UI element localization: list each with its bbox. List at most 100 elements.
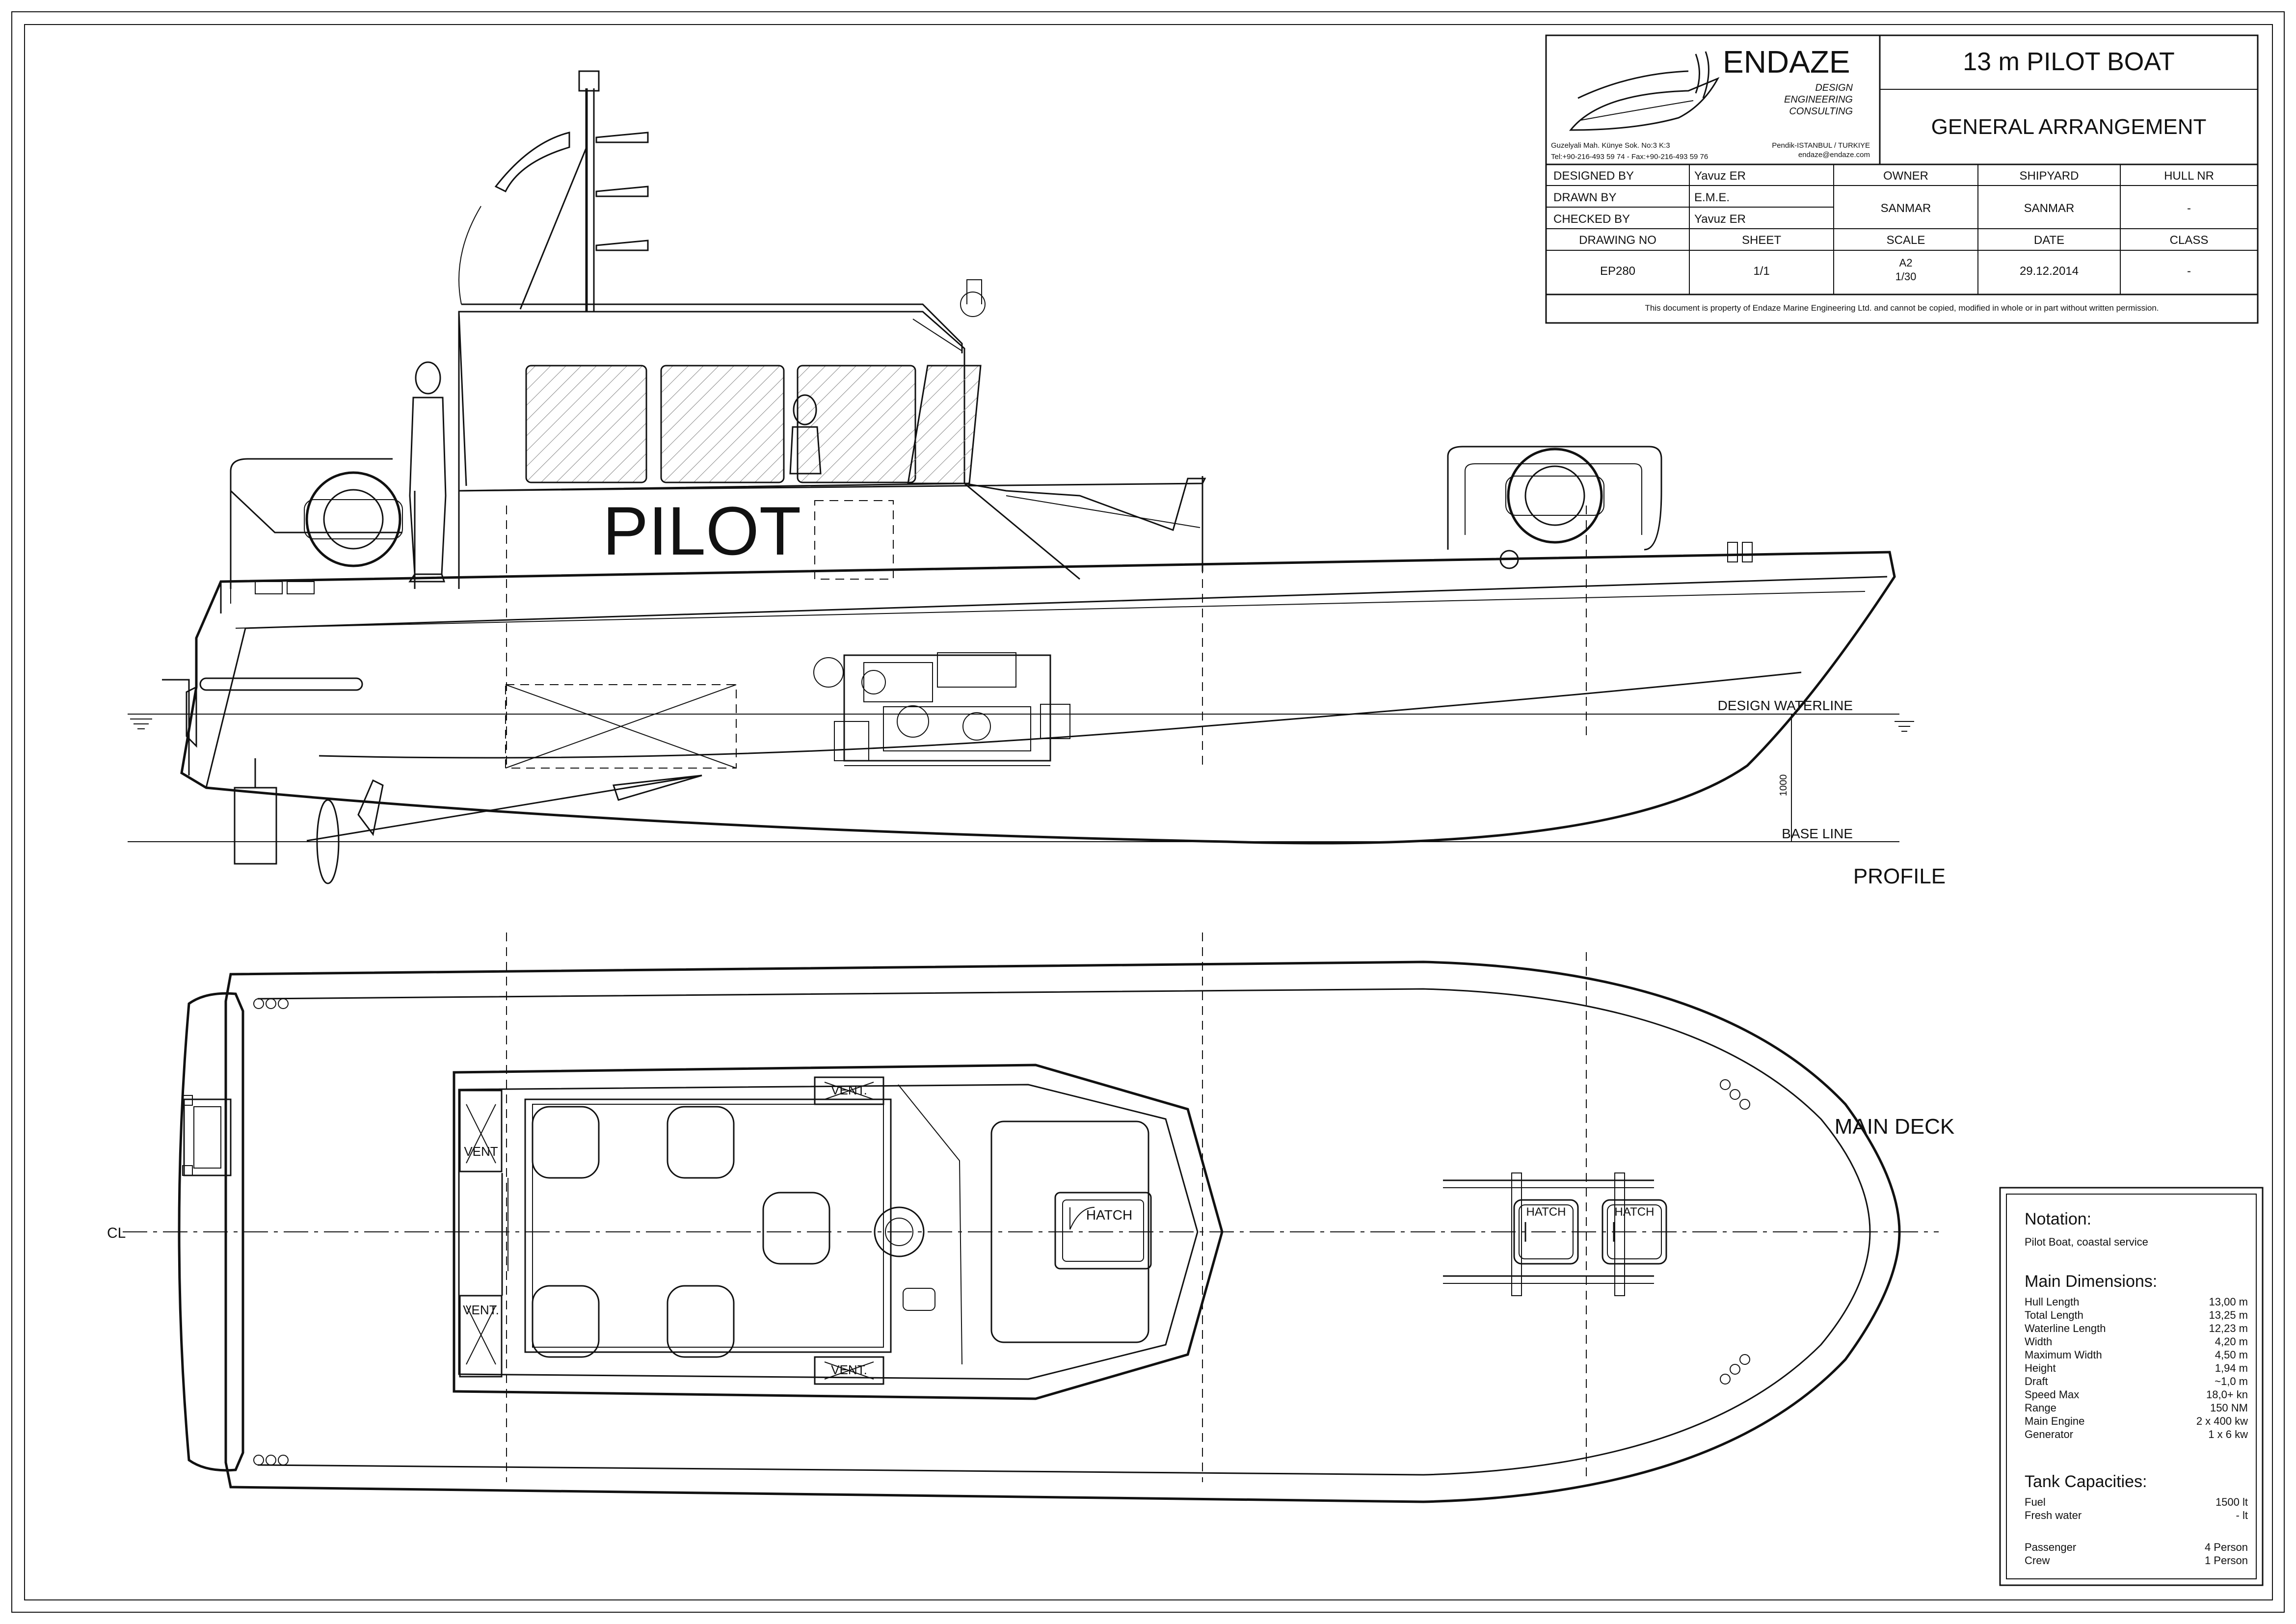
notation-description: Pilot Boat, coastal service — [2025, 1236, 2148, 1248]
spec-label: Draft — [2025, 1375, 2048, 1387]
hatch-label-3: HATCH — [1615, 1205, 1655, 1219]
drawn-by-label: DRAWN BY — [1553, 191, 1616, 204]
hatch-label-2: HATCH — [1526, 1205, 1566, 1219]
sheet-label: SHEET — [1742, 234, 1781, 247]
seat-2 — [667, 1106, 735, 1179]
spec-value: 18,0+ kn — [2206, 1388, 2248, 1401]
spec-label: Main Engine — [2025, 1415, 2084, 1427]
checked-by-label: CHECKED BY — [1553, 213, 1630, 226]
forepeak — [990, 1120, 1149, 1343]
mast — [494, 70, 649, 312]
owner-label: OWNER — [1883, 169, 1928, 183]
hatch-bow-1 — [1513, 1199, 1579, 1265]
company-sub-1: DESIGN — [1815, 82, 1853, 93]
tel-fax: Tel:+90-216-493 59 74 - Fax:+90-216-493 … — [1551, 153, 1708, 161]
vent-label-1: VENT — [464, 1144, 498, 1159]
draft-dimension: 1000 — [1778, 774, 1789, 797]
spec-value: 1 Person — [2205, 1554, 2248, 1567]
centerline-label: CL — [107, 1225, 126, 1241]
window-1 — [525, 365, 647, 483]
shaft — [306, 774, 702, 842]
disclaimer: This document is property of Endaze Mari… — [1645, 303, 2159, 313]
seat-1 — [532, 1106, 600, 1179]
main-deck-view: CL VENT VENT. VENT. VENT. — [107, 932, 1954, 1503]
sheet-border — [11, 11, 2285, 1613]
seat-4 — [667, 1285, 735, 1358]
spec-label: Fuel — [2025, 1496, 2046, 1508]
base-line-label: BASE LINE — [1782, 826, 1853, 841]
class-label: CLASS — [2170, 234, 2209, 247]
sheet-value: 1/1 — [1753, 265, 1769, 278]
spec-value: 2 x 400 kw — [2196, 1415, 2248, 1427]
checked-by-value: Yavuz ER — [1694, 213, 1746, 226]
notation-heading: Notation: — [2025, 1210, 2091, 1228]
superstructure — [453, 1064, 1224, 1400]
shipyard-label: SHIPYARD — [2020, 169, 2079, 183]
company-name: ENDAZE — [1723, 44, 1850, 80]
class-value: - — [2187, 265, 2191, 278]
spec-label: Width — [2025, 1335, 2052, 1348]
rudder — [234, 787, 277, 865]
spec-label: Total Length — [2025, 1309, 2083, 1321]
spec-label: Generator — [2025, 1428, 2073, 1440]
owner-value: SANMAR — [1881, 202, 1931, 215]
scale-paper: A2 — [1899, 257, 1913, 269]
window-2 — [660, 365, 785, 483]
spec-label: Crew — [2025, 1554, 2050, 1567]
tank-capacities-heading: Tank Capacities: — [2025, 1472, 2147, 1491]
email: endaze@endaze.com — [1798, 151, 1870, 159]
hull-name: PILOT — [603, 492, 801, 569]
hatch-label-1: HATCH — [1086, 1207, 1132, 1223]
spec-value: 1,94 m — [2215, 1362, 2248, 1374]
spec-value: 13,00 m — [2209, 1296, 2248, 1308]
shipyard-value: SANMAR — [2024, 202, 2075, 215]
main-dimensions-heading: Main Dimensions: — [2025, 1272, 2157, 1291]
spec-label: Range — [2025, 1402, 2056, 1414]
main-deck-view-label: MAIN DECK — [1835, 1115, 1954, 1139]
spec-value: 1 x 6 kw — [2208, 1428, 2248, 1440]
spec-label: Passenger — [2025, 1541, 2076, 1553]
drawn-by-value: E.M.E. — [1694, 191, 1730, 204]
hatch-bow-2 — [1602, 1199, 1667, 1265]
drawing-title: 13 m PILOT BOAT — [1963, 48, 2175, 76]
vent-label-4: VENT. — [831, 1362, 867, 1377]
spec-value: 13,25 m — [2209, 1309, 2248, 1321]
design-waterline-label: DESIGN WATERLINE — [1718, 698, 1853, 713]
spec-value: 4,20 m — [2215, 1335, 2248, 1348]
life-ring-fwd — [1507, 448, 1603, 544]
person-seated — [789, 394, 822, 475]
company-sub-2: ENGINEERING — [1784, 94, 1853, 105]
hull-outline — [180, 551, 1896, 845]
vent-stbd-aft — [459, 1295, 503, 1378]
hatch-fwd-cabin — [1054, 1192, 1152, 1270]
spec-label: Waterline Length — [2025, 1322, 2106, 1334]
company-sub-3: CONSULTING — [1789, 106, 1853, 117]
spec-label: Fresh water — [2025, 1509, 2082, 1521]
hull-nr-label: HULL NR — [2164, 169, 2214, 183]
scale-label: SCALE — [1887, 234, 1925, 247]
spec-value: 12,23 m — [2209, 1322, 2248, 1334]
address-left: Guzelyali Mah. Künye Sok. No:3 K:3 — [1551, 141, 1670, 150]
spec-label: Maximum Width — [2025, 1349, 2102, 1361]
drawing-no-value: EP280 — [1600, 265, 1635, 278]
spec-value: 4 Person — [2205, 1541, 2248, 1553]
vent-stbd-fwd — [814, 1356, 884, 1385]
spec-value: ~1,0 m — [2215, 1375, 2248, 1387]
profile-view: DESIGN WATERLINE BASE LINE 1000 — [128, 70, 1946, 888]
cabin-floor — [524, 1098, 892, 1353]
spec-label: Speed Max — [2025, 1388, 2079, 1401]
endaze-logo — [1569, 51, 1720, 131]
vent-port-fwd — [814, 1076, 884, 1105]
tank-outline — [505, 684, 737, 769]
notation-box: Notation: Pilot Boat, coastal service Ma… — [1999, 1187, 2264, 1586]
spec-value: - lt — [2236, 1509, 2248, 1521]
date-label: DATE — [2034, 234, 2064, 247]
seat-helm — [762, 1192, 830, 1265]
window-3 — [797, 365, 916, 483]
spec-value: 1500 lt — [2216, 1496, 2248, 1508]
helm-wheel — [874, 1206, 925, 1257]
date-value: 29.12.2014 — [2020, 265, 2079, 278]
